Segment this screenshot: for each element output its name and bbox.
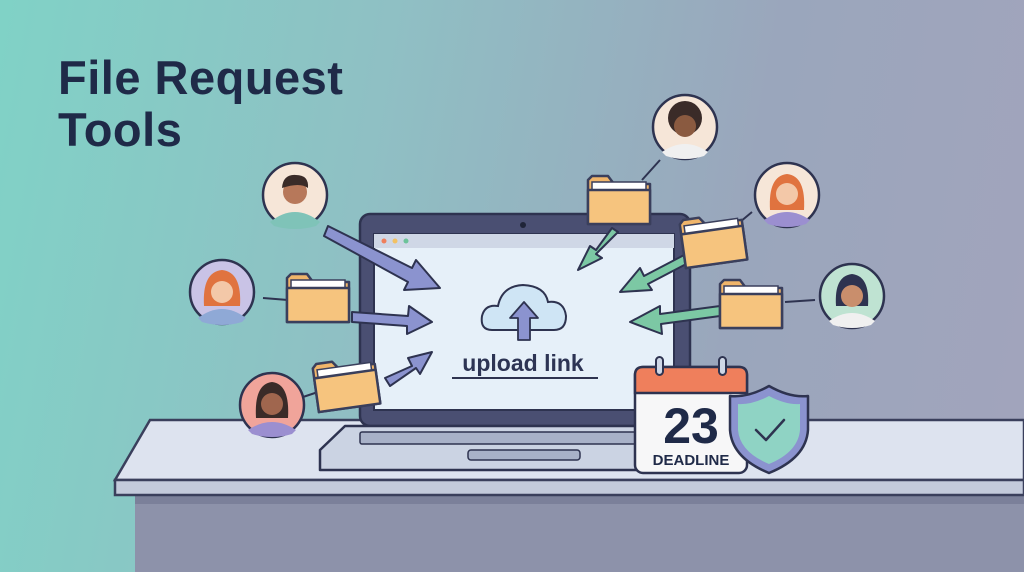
arrow-purple-3 xyxy=(384,351,433,387)
arrow-purple-1 xyxy=(323,225,441,291)
arrow-green-1 xyxy=(577,227,619,271)
arrow-purple-2 xyxy=(351,305,433,335)
avatar-person-6 xyxy=(818,262,886,330)
avatar-person-1 xyxy=(261,161,329,229)
cloud-upload-icon xyxy=(480,283,568,341)
window-maximize-dot xyxy=(403,238,409,244)
deadline-day: 23 xyxy=(663,398,719,454)
upload-link-label[interactable]: upload link xyxy=(462,350,584,376)
avatar-person-2 xyxy=(188,258,256,326)
window-minimize-dot xyxy=(392,238,398,244)
arrow-green-3 xyxy=(629,305,721,335)
arrow-green-2 xyxy=(619,253,691,293)
title-line-2: Tools xyxy=(58,103,183,156)
laptop xyxy=(318,212,737,472)
calendar-icon xyxy=(633,356,749,475)
deadline-label: DEADLINE xyxy=(653,452,730,469)
folder-icon xyxy=(677,210,749,270)
folder-icon xyxy=(718,278,784,330)
shield-check-icon xyxy=(728,384,810,475)
trackpad xyxy=(467,449,581,461)
arrows xyxy=(323,225,721,387)
avatar-person-4 xyxy=(651,93,719,161)
avatar-person-3 xyxy=(238,371,306,439)
avatar-person-5 xyxy=(753,161,821,229)
folder-icon xyxy=(285,272,351,324)
connector-lines xyxy=(262,159,816,399)
page-title: File Request Tools xyxy=(58,52,343,156)
folder-icon xyxy=(310,354,382,414)
window-close-dot xyxy=(381,238,387,244)
title-line-1: File Request xyxy=(58,51,344,104)
folder-icon xyxy=(586,174,652,226)
